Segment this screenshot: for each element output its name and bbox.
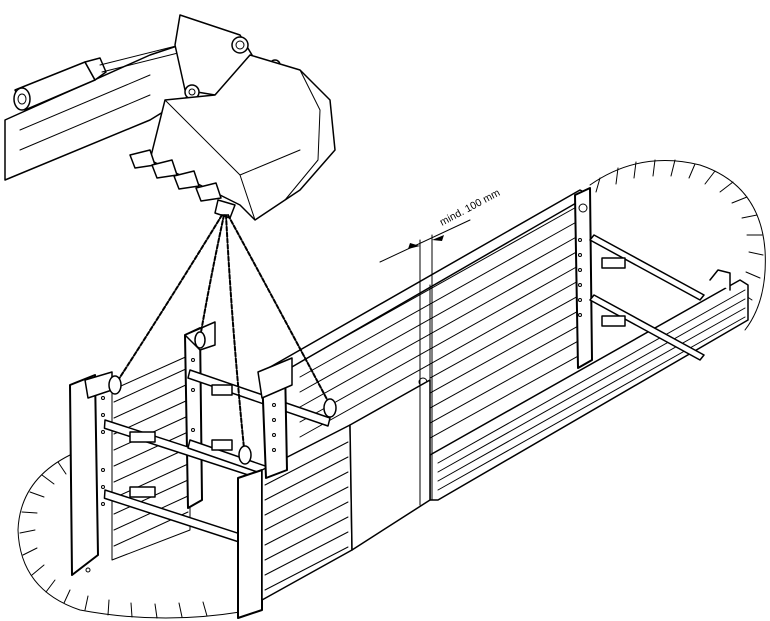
- left-panel-ribs: [111, 354, 191, 561]
- chain-4: [227, 214, 331, 406]
- bucket-teeth: [129, 149, 222, 202]
- left-post-holes: [101, 396, 105, 506]
- center-panel-ribs: [264, 441, 349, 591]
- excavator: [4, 14, 336, 221]
- chain-3: [225, 214, 246, 459]
- post-holes-right: [578, 238, 582, 317]
- clearance-label: mind. 100 mm: [438, 187, 503, 229]
- excavation-pit-outline: [17, 159, 766, 619]
- far-panel-ribs: [299, 204, 581, 439]
- far-frame-struts: [589, 234, 705, 361]
- lifting-chains: [114, 214, 331, 459]
- chain-1: [114, 214, 223, 386]
- far-shoring-panel: [264, 187, 593, 501]
- chain-2: [199, 214, 225, 339]
- chain-shackles: [108, 331, 337, 465]
- center-front-panel: [237, 357, 431, 619]
- embankment-hatching: [19, 159, 764, 619]
- near-panel-ribs: [437, 289, 746, 491]
- lifting-hook: [214, 199, 236, 219]
